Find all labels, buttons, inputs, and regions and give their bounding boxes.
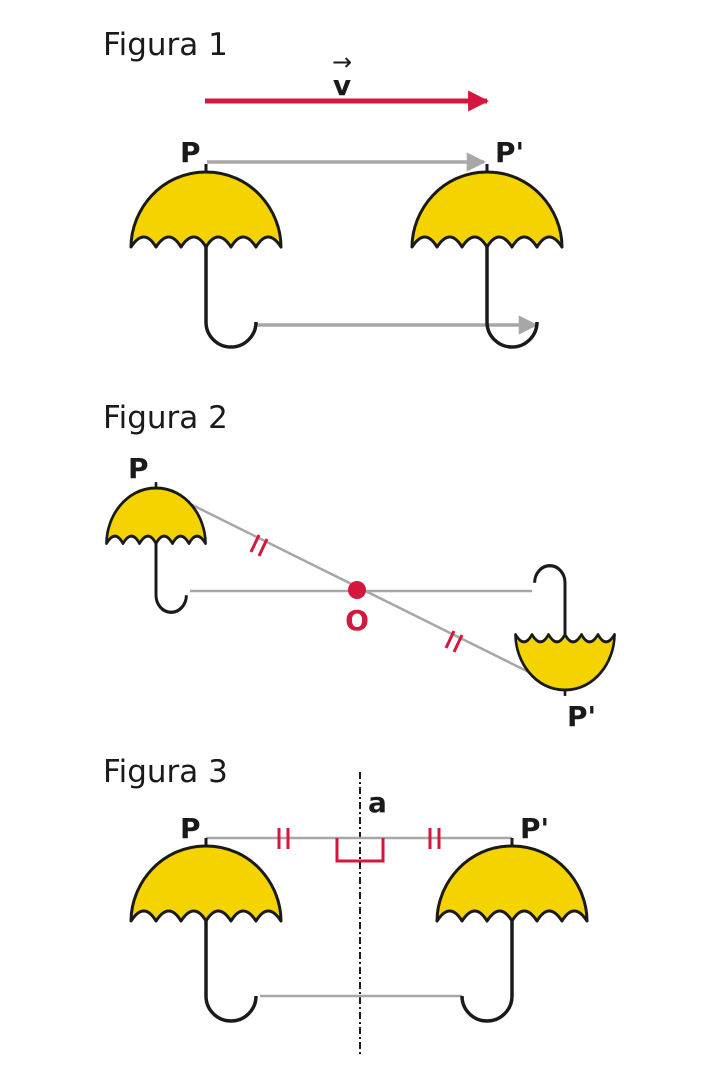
figure-1: Figura 1 → v P P' [103,27,564,349]
point-p-prime-label: P' [567,700,596,733]
point-p-label: P [128,452,149,485]
vector-label: v [333,69,351,102]
umbrella-original [105,482,207,614]
center-point-o [348,581,366,599]
equal-segment-ticks [249,534,464,653]
axis-label: a [368,786,387,819]
umbrella-reflected [435,838,589,1023]
point-p-label: P [180,812,201,845]
figure-1-title: Figura 1 [103,27,228,63]
umbrella-original [129,164,283,349]
figure-2: Figura 2 O P P' [103,400,616,733]
umbrella-symmetric [514,564,616,696]
vector-v: → v [205,48,490,112]
umbrella-original [129,838,283,1023]
point-p-prime-label: P' [520,812,549,845]
point-p-prime-label: P' [495,136,524,169]
figure-2-title: Figura 2 [103,400,228,436]
equal-segment-ticks [277,828,441,849]
point-p-label: P [180,136,201,169]
figure-3: Figura 3 a P P' [103,754,589,1056]
center-label: O [345,604,369,637]
figure-3-title: Figura 3 [103,754,228,790]
right-angle-mark [335,838,385,863]
umbrella-translated [410,164,564,349]
vector-arrow-accent: → [332,48,352,76]
